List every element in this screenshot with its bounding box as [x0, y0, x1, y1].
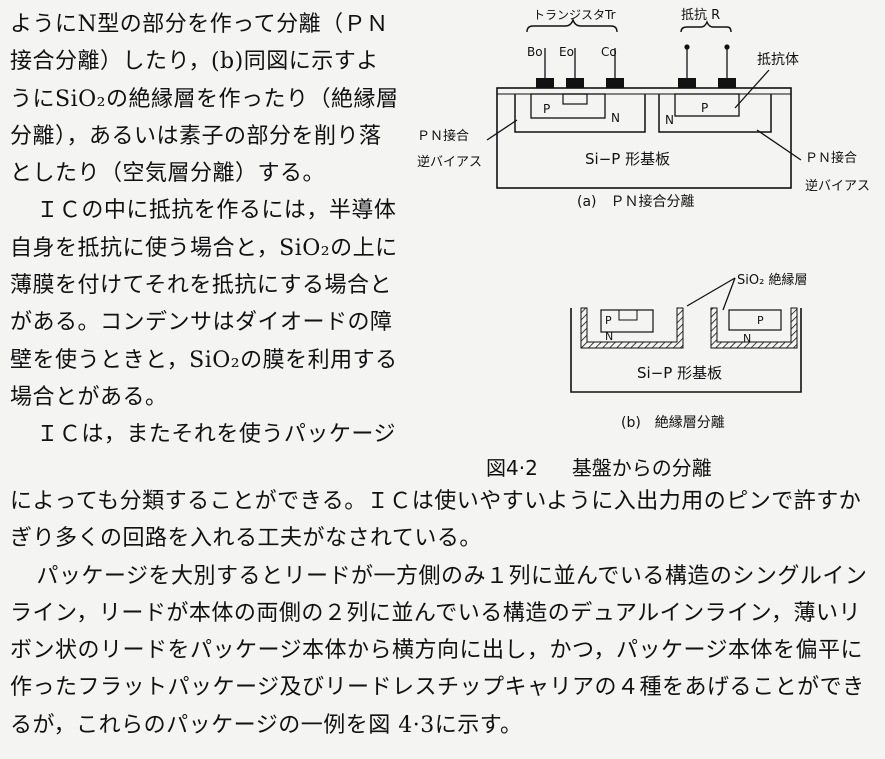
n-label-a2: N — [665, 113, 674, 127]
transistor-brace — [526, 17, 618, 33]
junction-left-1: ＰＮ接合 — [417, 128, 469, 144]
resistor-brace — [680, 20, 732, 33]
p-label-b1: P — [605, 314, 612, 327]
n-label-b2: N — [743, 332, 751, 345]
substrate-label-a: Si−P 形基板 — [585, 150, 670, 168]
junction-left-2: 逆バイアス — [417, 154, 482, 170]
figure-title: 図4·2 基盤からの分離 — [486, 452, 746, 481]
n-label-b1: N — [605, 330, 613, 343]
junction-right-1: ＰＮ接合 — [805, 150, 857, 166]
terminal-e: Eo — [559, 45, 574, 59]
figure-number: 図4·2 — [486, 456, 538, 480]
paragraph-package-types: パッケージを大別するとリードが一方側のみ１列に並んでいる構造のシングルインライン… — [10, 563, 868, 738]
terminal-c: Co — [601, 45, 617, 59]
transistor-label: トランジスタTr — [533, 8, 616, 22]
paragraph-package-continued: によっても分類することができる。ＩＣは使いやすいように入出力用のピンで許すかぎり… — [10, 489, 862, 552]
paragraph-isolation: ようにN型の部分を作って分離（ＰＮ接合分離）したり，(b)同図に示すようにSiO… — [10, 12, 399, 187]
substrate-b — [570, 308, 802, 393]
caption-b: (b) 絶縁層分離 — [621, 414, 725, 431]
caption-a: (a) ＰＮ接合分離 — [577, 193, 695, 210]
figure-b-diagram: SiO₂ 絶縁層 P N P N Si−P 形基板 (b) 絶縁層分離 — [570, 272, 807, 431]
junction-right-2: 逆バイアス — [805, 178, 870, 194]
p-label-a2: P — [701, 101, 708, 115]
figure-a-diagram: トランジスタTr 抵抗 R Bo Eo Co 抵抗体 — [417, 8, 870, 210]
resistor-label: 抵抗 R — [681, 8, 720, 23]
text-wide: によっても分類することができる。ＩＣは使いやすいように入出力用のピンで許すかぎり… — [10, 483, 880, 744]
paragraph-resistor: ＩＣの中に抵抗を作るには，半導体自身を抵抗に使う場合と，SiO₂の上に薄膜を付け… — [10, 198, 398, 410]
substrate-label-b: Si−P 形基板 — [637, 364, 722, 382]
p-label-b2: P — [757, 314, 764, 327]
insulator-label: SiO₂ 絶縁層 — [737, 272, 807, 288]
paragraph-package-start: ＩＣは，またそれを使うパッケージ — [36, 422, 396, 448]
figure-title-text: 基盤からの分離 — [571, 456, 712, 480]
resistor-body-label: 抵抗体 — [757, 52, 799, 68]
terminal-b: Bo — [527, 45, 543, 59]
text-column: ようにN型の部分を作って分離（ＰＮ接合分離）したり，(b)同図に示すようにSiO… — [10, 6, 400, 454]
substrate-a — [496, 87, 792, 189]
p-label-a1: P — [543, 102, 550, 116]
n-label-a1: N — [611, 111, 620, 125]
